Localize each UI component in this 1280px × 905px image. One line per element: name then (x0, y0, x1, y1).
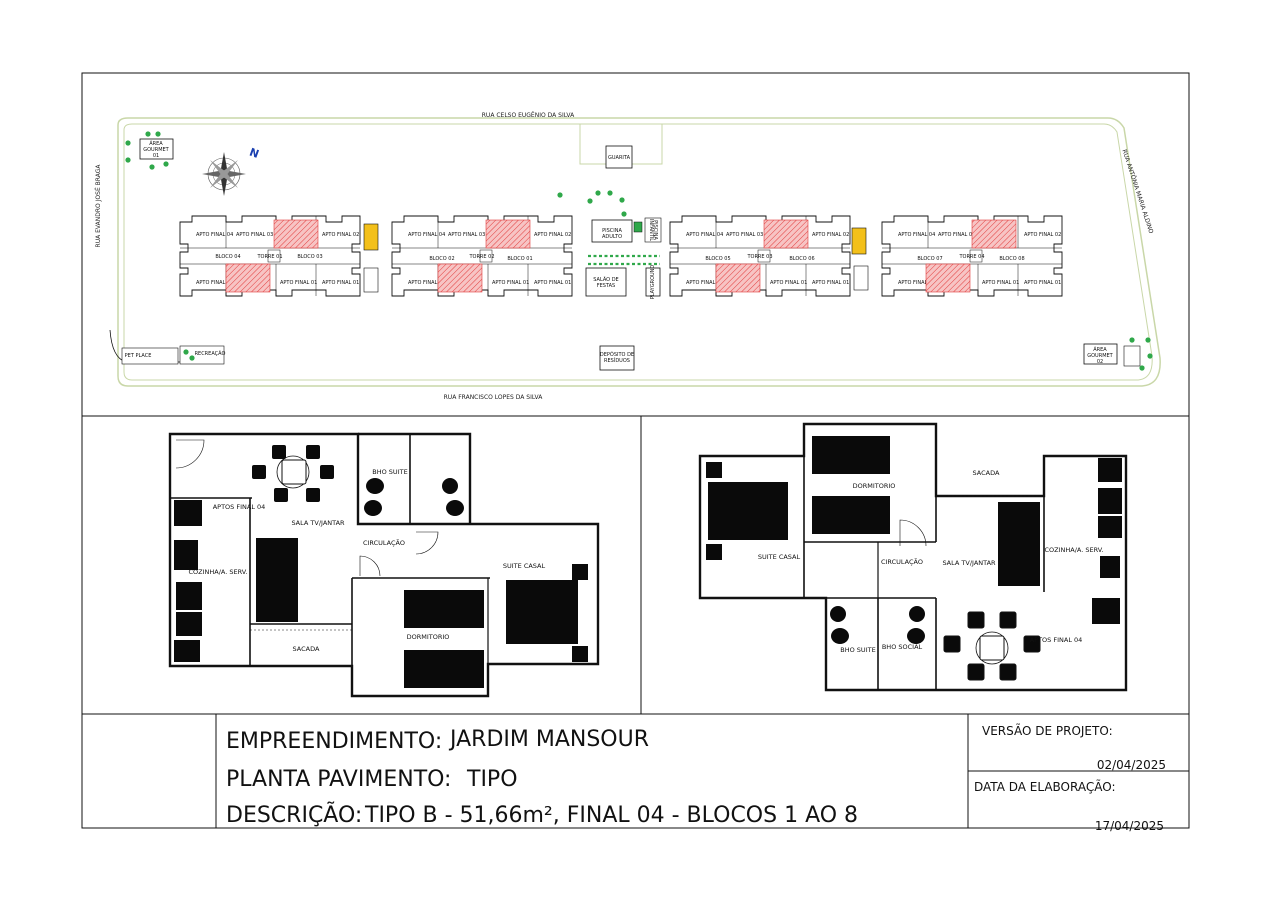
pet-place-label: PET PLACE (125, 353, 152, 359)
torre-03-label: TORRE 03 (746, 254, 772, 260)
tower-01: TORRE 01 BLOCO 04 BLOCO 03 (179, 215, 361, 297)
salao-festas-label-1: SALÃO DE (593, 276, 618, 283)
left-cozinha-label: COZINHA/A. SERV. (189, 568, 248, 576)
left-circulacao-label: CIRCULAÇÃO (363, 538, 405, 547)
right-circulacao-label: CIRCULAÇÃO (881, 557, 923, 566)
playground-label: PLAYGROUND (650, 265, 656, 300)
floor-plan-right-labels: DORMITORIO SACADA SUITE CASAL CIRCULAÇÃO… (758, 469, 1104, 654)
recreacao-label: RECREAÇÃO (195, 350, 226, 357)
pet-place (121, 347, 179, 365)
site-plan: GUARITA RUA CELSO EUGÊNIO DA SILVA RUA F… (94, 111, 1161, 401)
tower-03: TORRE 03 BLOCO 05 BLOCO 06 (669, 215, 851, 297)
left-sala-label: SALA TV/JANTAR (291, 519, 345, 527)
playground (645, 267, 661, 297)
floor-plan-left-labels: APTOS FINAL 04 SALA TV/JANTAR BHO SUITE … (189, 468, 546, 653)
right-dormitorio-label: DORMITORIO (853, 482, 896, 490)
title-block: EMPREENDIMENTO: JARDIM MANSOUR PLANTA PA… (226, 723, 1166, 833)
north-marker: N (248, 146, 261, 161)
kitchen-fixtures-right (1092, 458, 1122, 624)
right-cozinha-label: COZINHA/A. SERV. (1045, 546, 1104, 554)
bathroom-fixtures-left (364, 478, 464, 516)
bathroom-fixtures-right (830, 606, 925, 644)
right-bho-social-label: BHO SOCIAL (882, 643, 923, 651)
torre-02-label: TORRE 02 (468, 254, 494, 260)
right-sacada-label: SACADA (973, 469, 1000, 477)
area-gourmet-02-label-2: GOURMET (1087, 353, 1113, 359)
area-gourmet-01 (139, 138, 174, 160)
tower-02: TORRE 02 BLOCO 02 BLOCO 01 (391, 215, 573, 297)
street-east: RUA ANTÔNIA MARIA ALDINO (1120, 149, 1154, 235)
planta-value: TIPO (466, 767, 518, 792)
tower-04: TORRE 04 BLOCO 07 BLOCO 08 (881, 215, 1063, 297)
bloco-07-label: BLOCO 07 (917, 256, 942, 262)
bloco-04-label: BLOCO 04 (215, 254, 240, 260)
planta-label: PLANTA PAVIMENTO: (226, 767, 451, 792)
piscina-infantil-label-2: INFANTIL (648, 219, 654, 241)
area-gourmet-01-label-2: GOURMET (143, 147, 169, 153)
empreendimento-label: EMPREENDIMENTO: (226, 729, 442, 754)
area-gourmet-01-label-3: 01 (153, 153, 159, 159)
right-bho-suite-label: BHO SUITE (840, 646, 875, 654)
left-bho-suite-label: BHO SUITE (372, 468, 407, 476)
right-sala-label: SALA TV/JANTAR (942, 559, 996, 567)
piscina-adulto-label-2: ADULTO (602, 234, 622, 240)
bloco-06-label: BLOCO 06 (789, 256, 814, 262)
street-south: RUA FRANCISCO LOPES DA SILVA (444, 394, 544, 401)
bloco-02-label: BLOCO 02 (429, 256, 454, 262)
descricao-label: DESCRIÇÃO: (226, 801, 362, 828)
street-west: RUA EVANDRO JOSÉ BRAGA (94, 164, 102, 248)
area-gourmet-02-label-3: 02 (1097, 359, 1103, 365)
versao-value: 02/04/2025 (1097, 758, 1166, 772)
deposito-label-2: RESÍDUOS (604, 357, 630, 364)
bloco-05-label: BLOCO 05 (705, 256, 730, 262)
bloco-03-label: BLOCO 03 (297, 254, 322, 260)
guarita-label: GUARITA (608, 155, 631, 161)
left-sacada-label: SACADA (293, 645, 320, 653)
bloco-08-label: BLOCO 08 (999, 256, 1024, 262)
area-gourmet-01-label-1: ÁREA (149, 140, 163, 147)
sheet-border (81, 72, 1190, 829)
beds-right (706, 436, 890, 560)
dining-table-icon (252, 445, 334, 502)
left-suite-casal-label: SUITE CASAL (503, 562, 546, 570)
beds-left (404, 564, 588, 688)
elaboracao-label: DATA DA ELABORAÇÃO: (974, 779, 1116, 794)
dining-table-right-icon (943, 611, 1041, 681)
area-gourmet-02-label-1: ÁREA (1093, 346, 1107, 353)
piscina-infantil (644, 217, 662, 243)
empreendimento-value: JARDIM MANSOUR (448, 727, 649, 752)
left-aptos-label: APTOS FINAL 04 (213, 503, 266, 511)
salao-festas-label-2: FESTAS (597, 283, 615, 289)
bloco-01-label: BLOCO 01 (507, 256, 532, 262)
piscina-adulto-label-1: PISCINA (602, 228, 622, 234)
salao-festas (585, 267, 627, 297)
kitchen-fixtures (174, 500, 202, 662)
street-north: RUA CELSO EUGÊNIO DA SILVA (482, 111, 575, 119)
deposito-residuos (599, 345, 635, 371)
sofa-icon (256, 538, 298, 622)
right-aptos-label: APTOS FINAL 04 (1030, 636, 1083, 644)
area-gourmet-02 (1083, 343, 1118, 365)
deposito-label-1: DEPÓSITO DE (600, 351, 634, 358)
floor-plan-right (698, 422, 1128, 692)
torre-04-label: TORRE 04 (958, 254, 984, 260)
piscina-adulto (591, 219, 633, 243)
descricao-value: TIPO B - 51,66m², FINAL 04 - BLOCOS 1 AO… (364, 803, 858, 828)
guarita (605, 145, 633, 169)
floor-plan-left (168, 432, 600, 698)
sofa-right-icon (998, 502, 1040, 586)
piscina-infantil-label-1: PISCINA (652, 220, 658, 240)
compass-rose-icon (202, 152, 246, 196)
right-suite-casal-label: SUITE CASAL (758, 553, 801, 561)
left-dormitorio-label: DORMITORIO (407, 633, 450, 641)
versao-label: VERSÃO DE PROJETO: (982, 723, 1113, 738)
elaboracao-value: 17/04/2025 (1095, 819, 1164, 833)
torre-01-label: TORRE 01 (256, 254, 282, 260)
